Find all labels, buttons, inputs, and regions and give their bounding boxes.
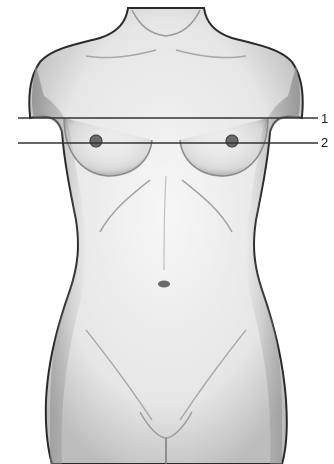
- measurement-line-2-label: 2: [321, 136, 328, 149]
- right-nipple: [226, 135, 238, 147]
- torso-silhouette: [29, 8, 302, 464]
- left-nipple: [90, 135, 102, 147]
- measurement-line-1-label: 1: [321, 112, 328, 125]
- navel: [158, 281, 170, 288]
